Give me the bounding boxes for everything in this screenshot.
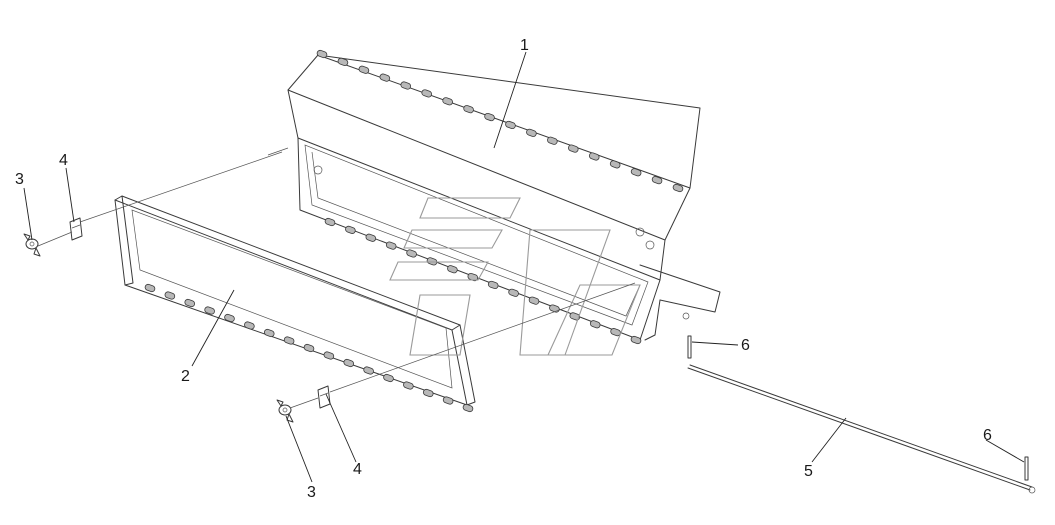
roller — [505, 120, 516, 130]
part-1-housing — [287, 54, 721, 341]
roller — [365, 233, 377, 242]
roller — [547, 136, 558, 145]
roller — [358, 65, 370, 74]
roller — [528, 296, 540, 305]
roller — [316, 49, 328, 59]
roller — [144, 283, 156, 293]
roller — [345, 225, 356, 234]
roller — [224, 313, 235, 323]
callout-5: 5 — [804, 463, 813, 480]
callout-3-upper: 3 — [15, 171, 24, 188]
roller — [484, 112, 495, 122]
assembly-lines — [37, 147, 636, 409]
roller — [204, 306, 215, 315]
roller — [568, 144, 579, 153]
roller — [463, 105, 474, 114]
roller — [526, 128, 537, 137]
callout-1: 1 — [520, 37, 529, 54]
roller — [421, 89, 432, 98]
roller — [244, 321, 255, 330]
watermark-logo — [389, 197, 641, 356]
roller — [588, 152, 600, 161]
roller — [324, 217, 336, 227]
roller — [283, 336, 295, 345]
roller — [462, 403, 474, 413]
part-4-clamp-upper — [69, 217, 83, 241]
roller — [385, 241, 397, 250]
roller — [400, 81, 412, 90]
roller — [422, 388, 434, 398]
roller — [164, 291, 176, 300]
roller — [672, 183, 684, 193]
roller — [343, 358, 355, 368]
part-6-pin-lower — [1024, 456, 1029, 481]
roller — [184, 298, 196, 308]
roller — [630, 335, 642, 345]
roller — [630, 168, 642, 177]
roller — [442, 396, 454, 405]
roller — [263, 328, 275, 338]
callout-3-lower: 3 — [307, 484, 316, 501]
callout-6-lower: 6 — [983, 427, 992, 444]
part-5-rod — [687, 364, 1036, 494]
part-2-rollers — [144, 283, 474, 413]
roller — [447, 265, 458, 274]
roller — [589, 320, 601, 329]
callout-4-lower: 4 — [353, 461, 362, 478]
roller — [337, 57, 349, 66]
callout-4-upper: 4 — [59, 152, 68, 169]
roller — [363, 366, 374, 375]
roller — [508, 288, 519, 297]
roller — [406, 249, 417, 258]
roller — [379, 73, 391, 82]
roller — [442, 97, 453, 106]
callout-6-upper: 6 — [741, 337, 750, 354]
callout-2: 2 — [181, 368, 190, 385]
part-6-pin-upper — [687, 335, 692, 359]
part-1-bottom-rollers — [324, 217, 642, 345]
roller — [609, 160, 621, 169]
roller — [651, 176, 663, 185]
roller — [383, 373, 394, 383]
part-4-clamp-lower — [317, 385, 331, 409]
roller — [426, 257, 438, 266]
roller — [403, 381, 414, 390]
leader-lines — [23, 51, 1025, 483]
roller — [323, 351, 335, 360]
roller — [303, 343, 315, 353]
part-3-wing-nut-lower — [276, 399, 294, 423]
roller — [569, 312, 581, 321]
part-2-frame — [114, 195, 476, 406]
part-1-top-rollers — [316, 49, 684, 193]
roller — [487, 280, 499, 290]
